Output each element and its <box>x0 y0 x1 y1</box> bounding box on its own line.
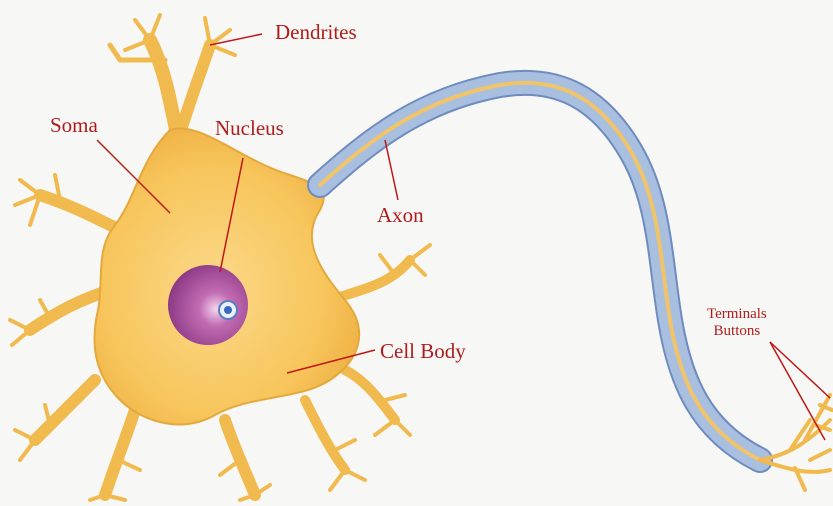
label-buttons: Buttons <box>707 323 767 340</box>
axon-terminals <box>760 395 832 490</box>
label-terminals: Terminals <box>707 306 767 323</box>
label-nucleus: Nucleus <box>215 118 284 139</box>
nucleus <box>168 265 248 345</box>
label-soma: Soma <box>50 115 98 136</box>
label-dendrites: Dendrites <box>275 22 357 43</box>
label-cell-body: Cell Body <box>380 341 466 362</box>
label-axon: Axon <box>377 205 424 226</box>
label-terminals-buttons: Terminals Buttons <box>707 306 767 341</box>
